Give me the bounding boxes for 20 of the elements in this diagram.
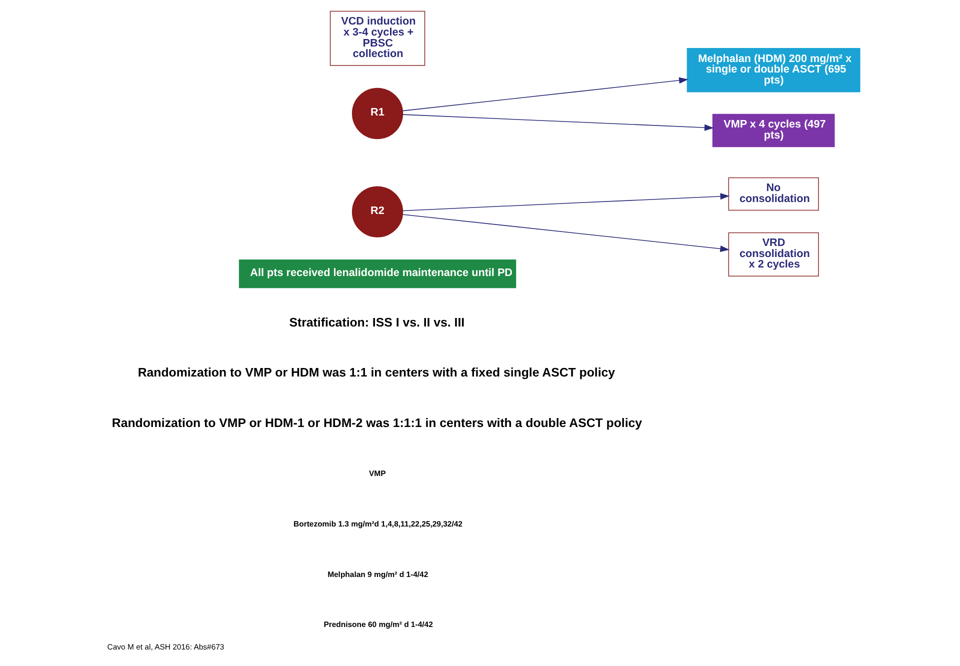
- node-circle: R1: [351, 88, 403, 140]
- label: Randomization to VMP or HDM was 1:1 in centers with a fixed single ASCT policy: [137, 366, 615, 380]
- arrow: [402, 214, 730, 252]
- node-box: VRD consolidation x 2 cycles: [728, 232, 818, 276]
- node-box: No consolidation: [728, 177, 818, 211]
- label: Melphalan 9 mg/m² d 1-4/42: [327, 570, 428, 579]
- node-box: VMP x 4 cycles (497 pts): [712, 114, 834, 148]
- arrow: [402, 77, 688, 112]
- node-circle: R2: [351, 186, 403, 238]
- label: Prednisone 60 mg/m² d 1-4/42: [323, 620, 432, 630]
- arrow: [402, 114, 714, 131]
- node-box: Melphalan (HDM) 200 mg/m² x single or double ASCT (695 pts): [686, 48, 860, 92]
- label: Stratification: ISS I vs. II vs. III: [288, 315, 464, 330]
- node-box: VCD induction x 3-4 cycles + PBSC collection: [329, 10, 425, 66]
- arrow: [402, 193, 730, 212]
- caption: Cavo M et al, ASH 2016: Abs#673: [106, 642, 224, 652]
- label: VMP: [368, 469, 386, 478]
- label: Bortezomib 1.3 mg/m²d 1,4,8,11,22,25,29,32/42: [293, 520, 462, 529]
- label: Randomization to VMP or HDM-1 or HDM-2 was 1:1:1 in centers with a double ASCT policy: [111, 416, 642, 430]
- node-box: All pts received lenalidomide maintenance until PD: [238, 259, 516, 288]
